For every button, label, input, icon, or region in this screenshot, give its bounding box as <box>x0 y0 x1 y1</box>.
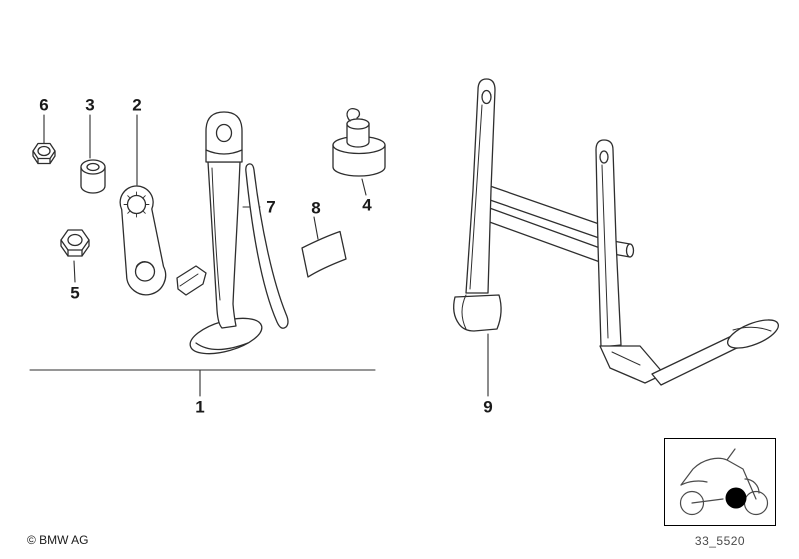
callout-7-label: 7 <box>266 197 276 217</box>
part-bushing <box>80 159 106 194</box>
part-center-stand <box>453 78 779 386</box>
callout-4-label: 4 <box>362 195 372 215</box>
part-connecting-lever <box>119 185 167 296</box>
callout-5-label: 5 <box>70 283 80 303</box>
callout-3-label: 3 <box>85 95 95 115</box>
diagram-code: 33_5520 <box>694 534 746 548</box>
part-side-stand <box>176 111 289 355</box>
callout-2-label: 2 <box>132 95 142 115</box>
callout-6-label: 6 <box>39 95 49 115</box>
motorcycle-icon <box>679 448 769 516</box>
part-nut-small <box>32 142 56 165</box>
callout-1-label: 1 <box>195 397 205 417</box>
callout-8-label: 8 <box>311 198 321 218</box>
line-art-root <box>29 78 779 397</box>
part-shim-plate <box>301 230 347 278</box>
part-nut-large <box>60 229 90 257</box>
section-thumbnail-box <box>664 438 776 526</box>
callout-9-label: 9 <box>483 397 493 417</box>
part-rubber-cap <box>332 108 386 177</box>
section-location-dot <box>725 487 747 509</box>
copyright-text: © BMW AG <box>27 533 89 547</box>
callout-leader-lines <box>29 114 489 397</box>
